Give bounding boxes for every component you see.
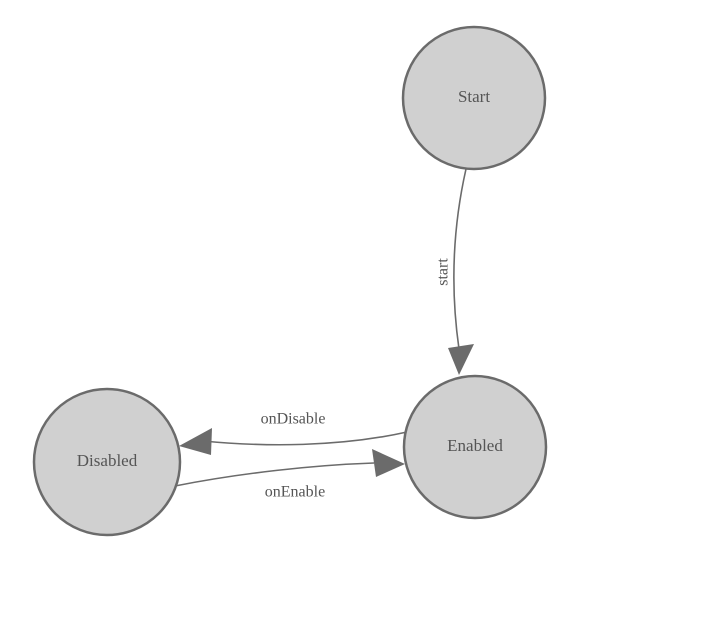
node-disabled-label: Disabled [77, 451, 138, 470]
node-enabled-label: Enabled [447, 436, 503, 455]
edge-start-to-enabled[interactable]: start [435, 168, 474, 375]
edge-enabled-to-disabled-path [202, 431, 408, 446]
node-enabled[interactable]: Enabled [402, 374, 548, 520]
node-start-circle [401, 25, 547, 171]
edge-disabled-to-enabled-path [174, 462, 375, 487]
edge-enabled-to-disabled-arrowhead [179, 428, 212, 455]
edge-disabled-to-enabled[interactable]: onEnable [174, 449, 405, 501]
node-disabled-circle [32, 387, 182, 537]
edge-disabled-to-enabled-label: onEnable [265, 484, 325, 501]
edge-disabled-to-enabled-arrowhead [372, 449, 405, 477]
node-start-label: Start [458, 87, 490, 106]
edge-start-to-enabled-path [452, 168, 467, 350]
node-enabled-circle [402, 374, 548, 520]
node-disabled[interactable]: Disabled [32, 387, 182, 537]
edge-start-to-enabled-arrowhead [448, 344, 474, 375]
node-start[interactable]: Start [401, 25, 547, 171]
edge-start-to-enabled-label: start [435, 258, 452, 286]
edge-enabled-to-disabled[interactable]: onDisable [179, 411, 408, 455]
edge-enabled-to-disabled-label: onDisable [261, 411, 326, 428]
